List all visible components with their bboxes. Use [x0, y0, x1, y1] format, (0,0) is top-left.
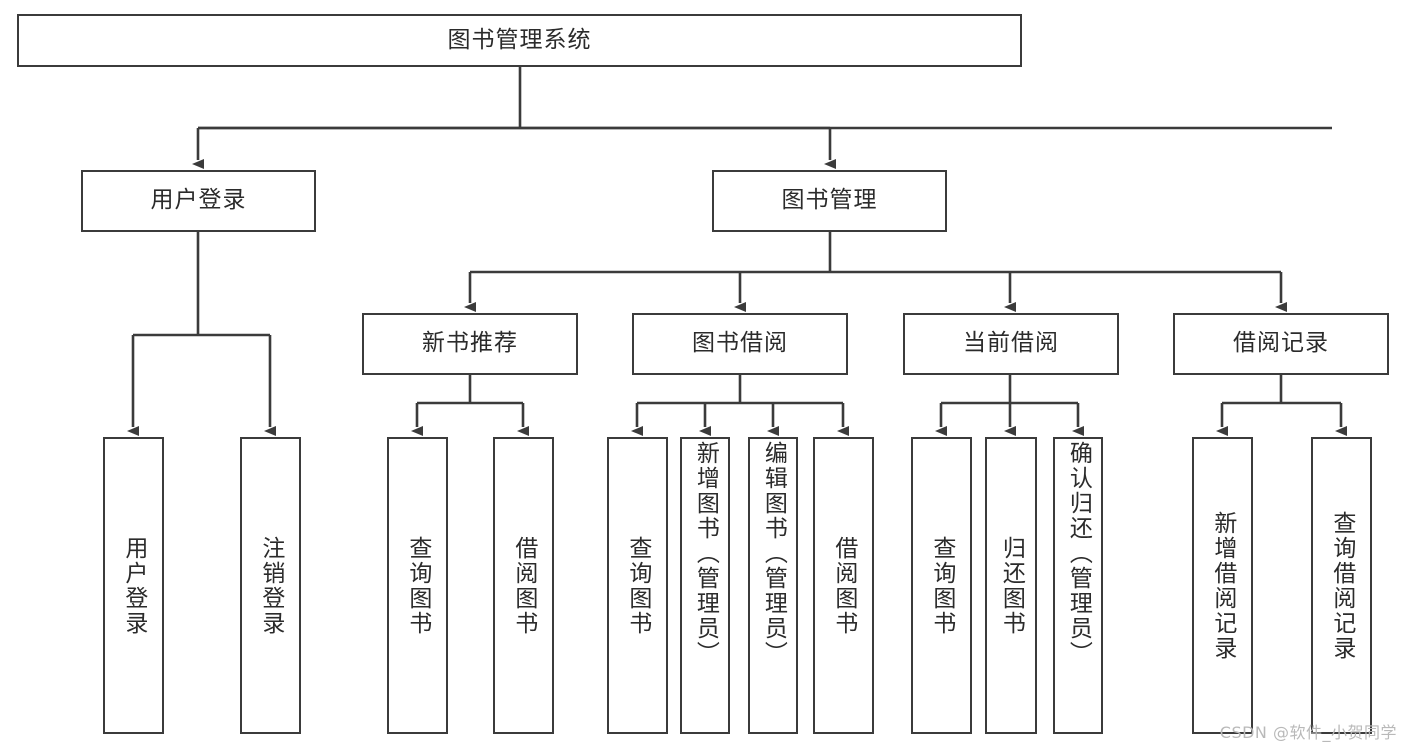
node-book-manage-label: 图书管理: [781, 187, 878, 214]
node-new-book-recommend-label: 新书推荐: [422, 330, 518, 357]
node-root-label: 图书管理系统: [447, 26, 592, 53]
node-borrow-record-label: 借阅记录: [1233, 330, 1329, 357]
node-leaf-confirm-return[interactable]: 确认归还（管理员）: [1053, 437, 1103, 734]
node-book-manage[interactable]: 图书管理: [712, 170, 947, 232]
node-leaf-add-book-label: 新增图书（管理员）: [692, 441, 719, 666]
node-leaf-edit-book[interactable]: 编辑图书（管理员）: [748, 437, 798, 734]
node-user-login-label: 用户登录: [150, 187, 247, 214]
node-current-borrow-label: 当前借阅: [963, 330, 1059, 357]
node-book-borrow[interactable]: 图书借阅: [632, 313, 848, 375]
node-new-book-recommend[interactable]: 新书推荐: [362, 313, 578, 375]
node-root[interactable]: 图书管理系统: [17, 14, 1022, 67]
node-leaf-query-record[interactable]: 查询借阅记录: [1311, 437, 1372, 734]
node-leaf-query-book-2[interactable]: 查询图书: [607, 437, 668, 734]
node-leaf-user-login-label: 用户登录: [120, 535, 147, 636]
node-leaf-query-book-1[interactable]: 查询图书: [387, 437, 448, 734]
node-leaf-logout-label: 注销登录: [257, 535, 284, 636]
node-leaf-add-book[interactable]: 新增图书（管理员）: [680, 437, 730, 734]
watermark: CSDN @软件_小贺同学: [1219, 723, 1397, 742]
node-borrow-record[interactable]: 借阅记录: [1173, 313, 1389, 375]
node-leaf-edit-book-label: 编辑图书（管理员）: [760, 441, 787, 666]
node-leaf-confirm-return-label: 确认归还（管理员）: [1065, 441, 1092, 666]
node-leaf-query-book-3[interactable]: 查询图书: [911, 437, 972, 734]
node-leaf-borrow-book-2[interactable]: 借阅图书: [813, 437, 874, 734]
node-user-login[interactable]: 用户登录: [81, 170, 316, 232]
node-leaf-user-login[interactable]: 用户登录: [103, 437, 164, 734]
node-leaf-logout[interactable]: 注销登录: [240, 437, 301, 734]
node-leaf-query-book-1-label: 查询图书: [404, 535, 431, 636]
node-leaf-return-book-label: 归还图书: [998, 535, 1025, 636]
node-book-borrow-label: 图书借阅: [692, 330, 788, 357]
node-leaf-borrow-book-1[interactable]: 借阅图书: [493, 437, 554, 734]
node-leaf-borrow-book-1-label: 借阅图书: [510, 535, 537, 636]
node-leaf-borrow-book-2-label: 借阅图书: [830, 535, 857, 636]
node-leaf-add-record[interactable]: 新增借阅记录: [1192, 437, 1253, 734]
node-current-borrow[interactable]: 当前借阅: [903, 313, 1119, 375]
node-leaf-add-record-label: 新增借阅记录: [1209, 510, 1236, 661]
node-leaf-query-book-2-label: 查询图书: [624, 535, 651, 636]
node-leaf-query-book-3-label: 查询图书: [928, 535, 955, 636]
node-leaf-query-record-label: 查询借阅记录: [1328, 510, 1355, 661]
node-leaf-return-book[interactable]: 归还图书: [985, 437, 1037, 734]
